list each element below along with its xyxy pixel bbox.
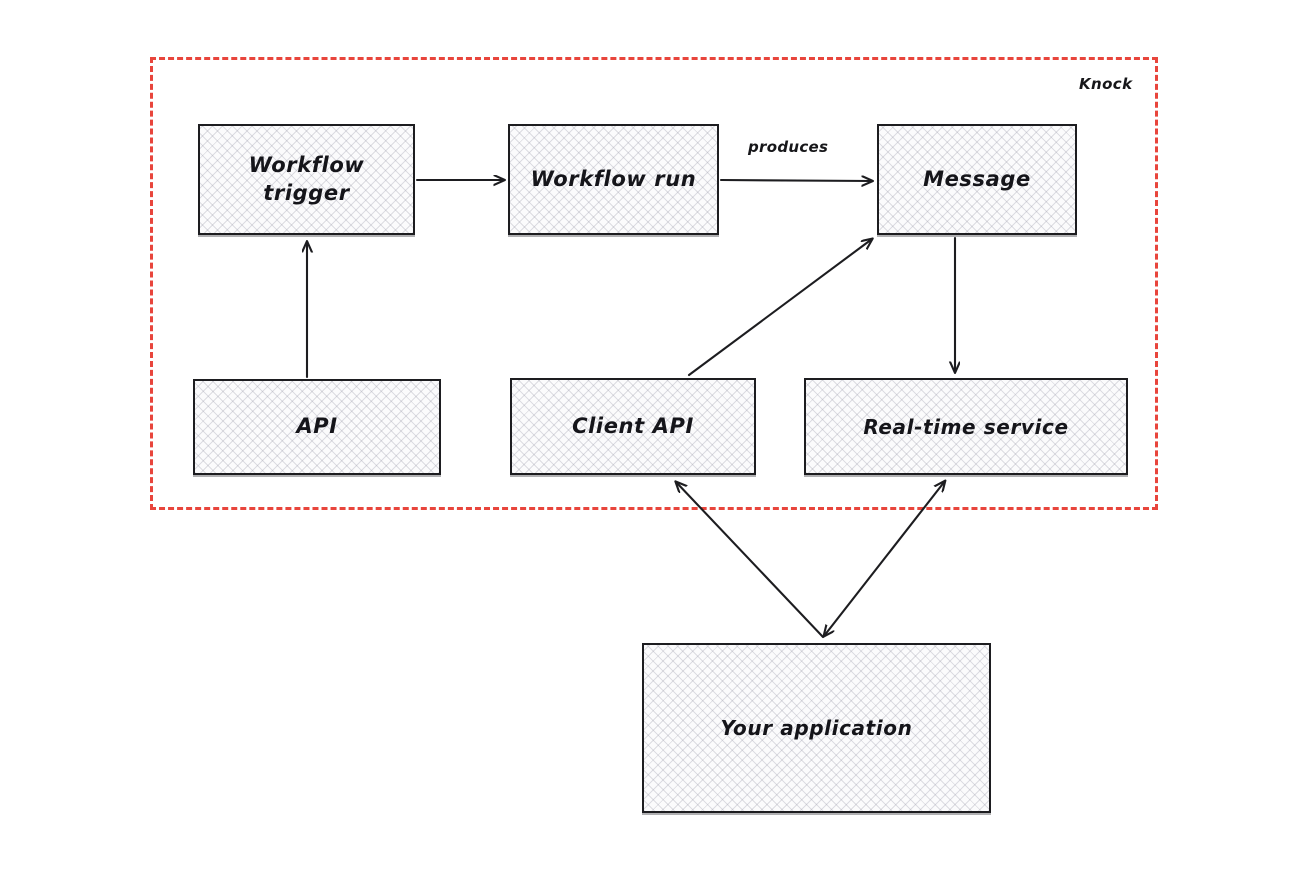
edge-label-produces: produces (748, 138, 829, 156)
node-real-time-service-label: Real-time service (863, 414, 1069, 439)
node-api-label: API (296, 414, 338, 439)
node-your-application-label: Your application (720, 716, 913, 740)
node-message[interactable]: Message (877, 124, 1077, 235)
node-real-time-service[interactable]: Real-time service (804, 378, 1128, 475)
node-client-api-label: Client API (572, 413, 694, 438)
node-your-application[interactable]: Your application (642, 643, 991, 813)
node-workflow-trigger[interactable]: Workflow trigger (198, 124, 415, 235)
node-workflow-trigger-label: Workflow trigger (248, 153, 365, 205)
knock-boundary-label: Knock (1079, 75, 1133, 93)
node-workflow-run-label: Workflow run (530, 166, 697, 191)
node-message-label: Message (923, 166, 1031, 191)
node-client-api[interactable]: Client API (510, 378, 756, 475)
node-api[interactable]: API (193, 379, 441, 475)
node-workflow-run[interactable]: Workflow run (508, 124, 719, 235)
knock-boundary (150, 57, 1158, 510)
